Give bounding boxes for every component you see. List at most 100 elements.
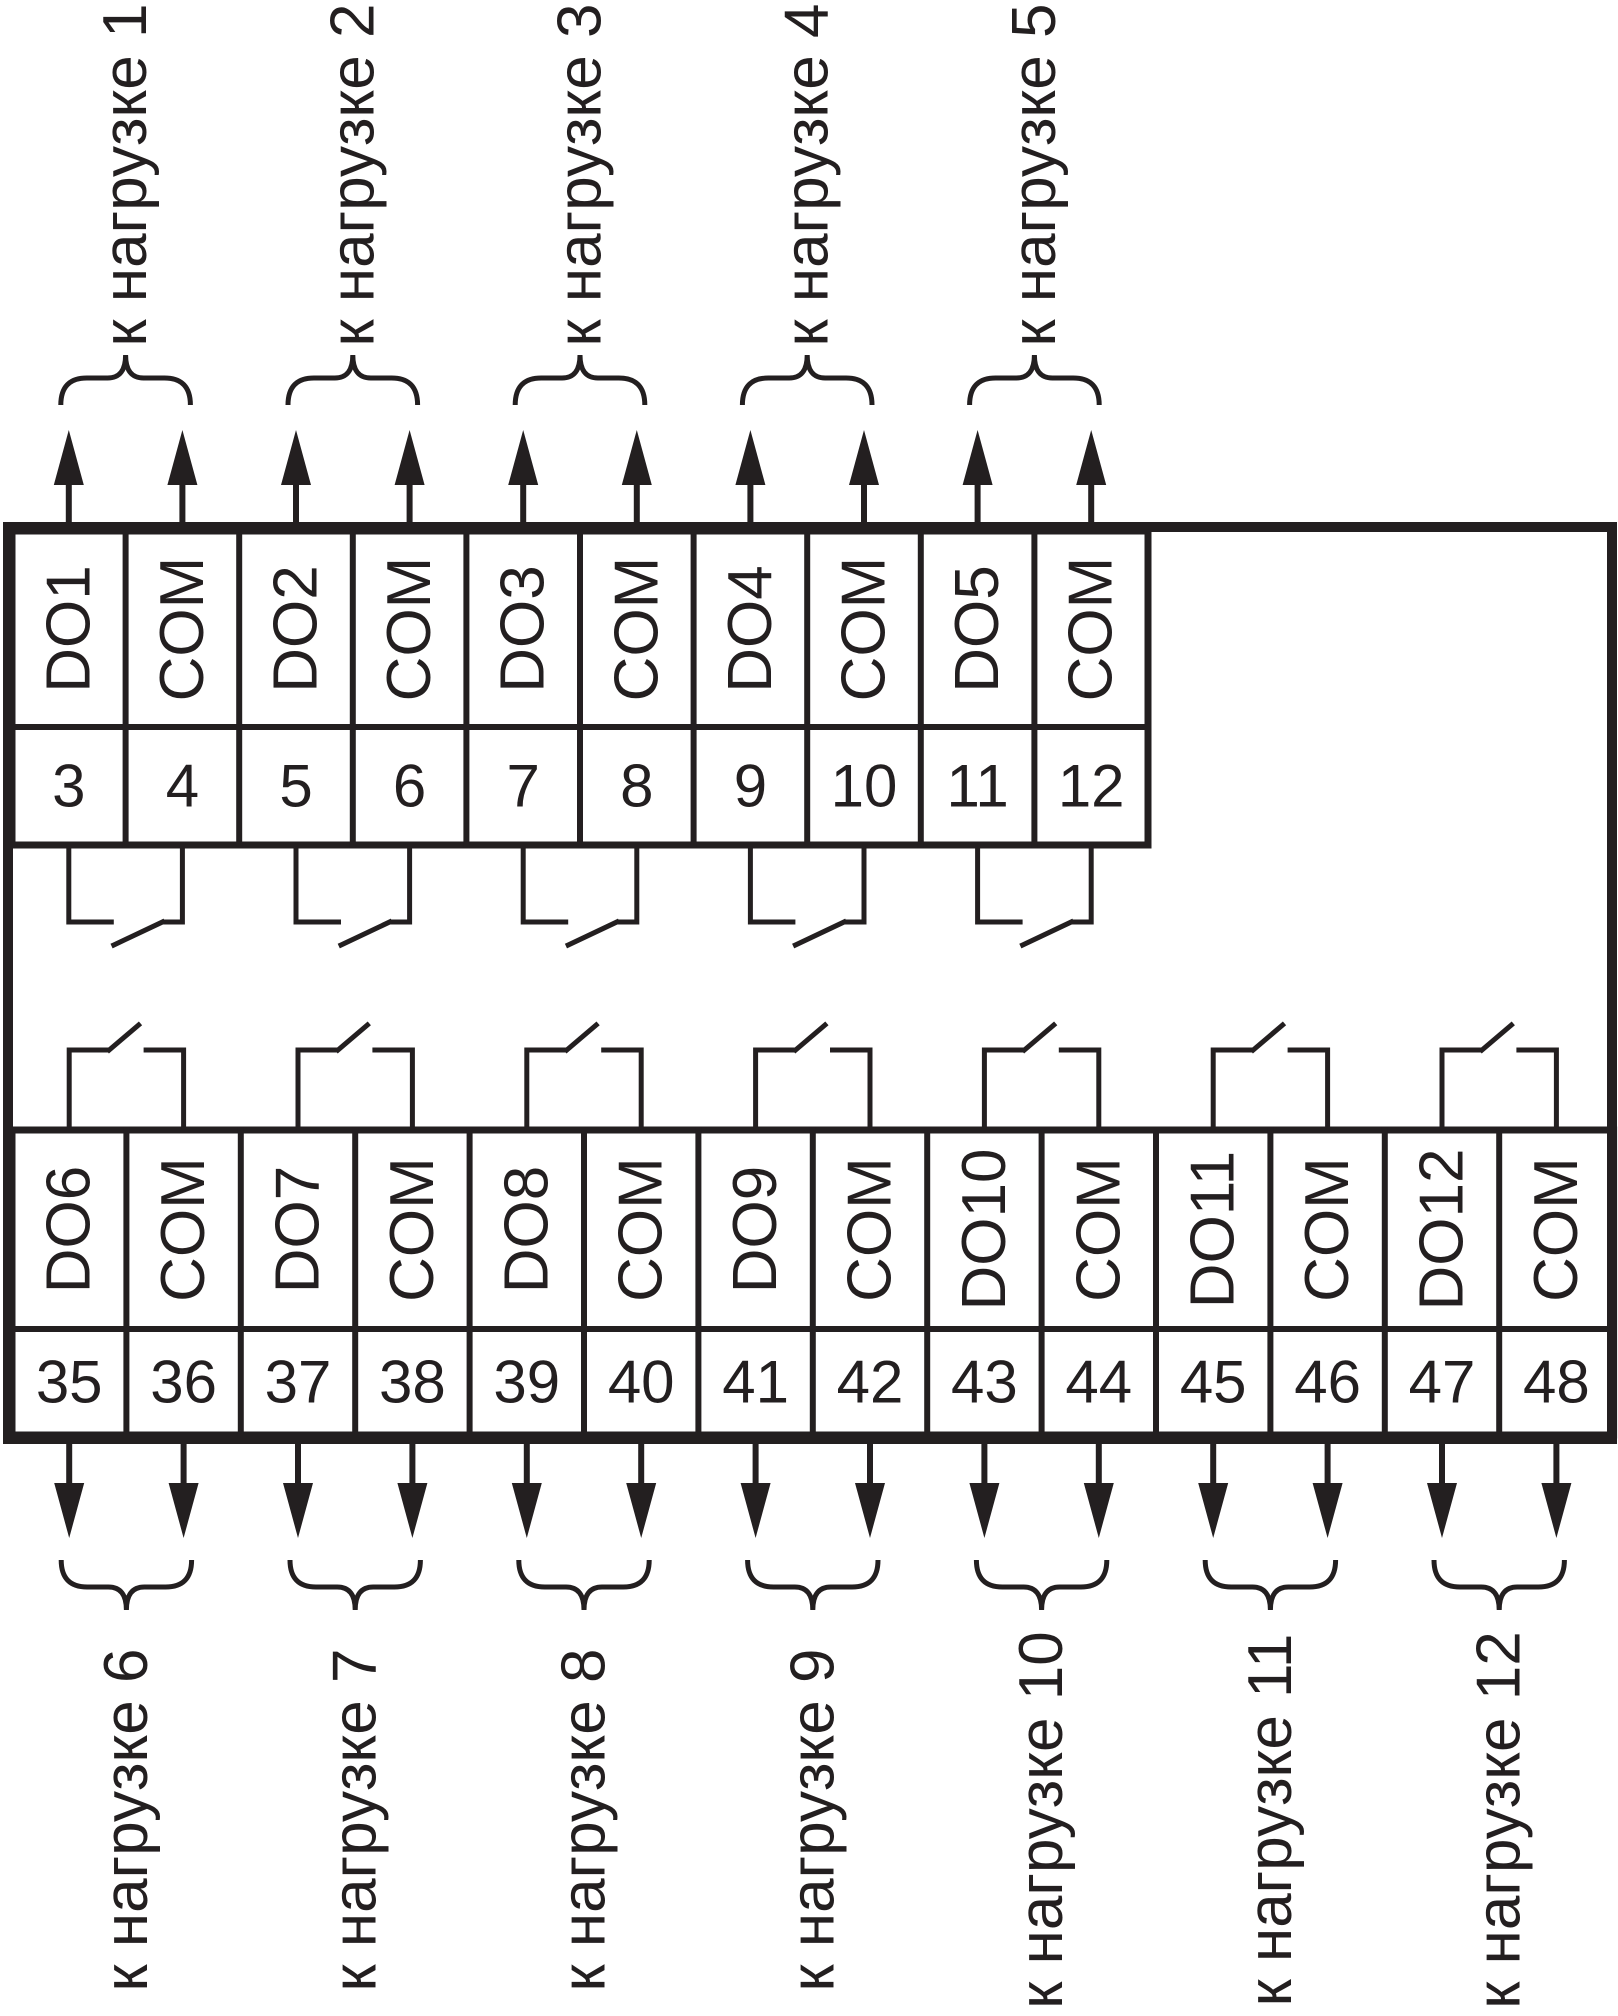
output-arrow-up-head xyxy=(167,430,198,485)
relay-contact-wire xyxy=(601,1047,644,1130)
relay-contact-wire xyxy=(66,845,114,925)
pin-number: 48 xyxy=(1523,1349,1590,1416)
relay-contact-wire xyxy=(975,845,1023,925)
relay-contact-wire xyxy=(1439,1047,1482,1130)
pin-number: 4 xyxy=(166,753,199,820)
output-arrow-down-head xyxy=(397,1483,428,1538)
relay-contact-wire xyxy=(616,845,640,925)
relay-contact-wire xyxy=(162,845,185,925)
relay-contact-wire xyxy=(1516,1047,1559,1130)
pin-number: 7 xyxy=(507,753,540,820)
terminal-label-do: DO3 xyxy=(489,565,558,692)
output-arrow-up-head xyxy=(962,430,993,485)
load-brace xyxy=(58,1559,195,1611)
load-brace xyxy=(739,354,875,406)
relay-contact-blade xyxy=(337,918,393,949)
pin-number: 43 xyxy=(951,1349,1018,1416)
load-brace xyxy=(1202,1559,1339,1611)
output-arrow-down-head xyxy=(1083,1483,1114,1538)
load-label: к нагрузке 2 xyxy=(318,4,387,347)
load-brace xyxy=(967,354,1102,406)
pin-number: 36 xyxy=(150,1349,217,1416)
relay-contact-wire xyxy=(520,845,569,925)
pin-number: 12 xyxy=(1058,753,1125,820)
load-label: к нагрузке 4 xyxy=(773,4,842,347)
pin-number: 44 xyxy=(1065,1349,1132,1416)
relay-contact-blade xyxy=(1019,918,1075,949)
relay-contact-wire xyxy=(830,1047,873,1130)
pin-number: 46 xyxy=(1294,1349,1361,1416)
load-label: к нагрузке 12 xyxy=(1465,1631,1534,2008)
terminal-label-do: DO2 xyxy=(262,565,331,692)
load-brace xyxy=(512,354,648,406)
terminal-label-do: DO8 xyxy=(492,1166,561,1293)
output-arrow-down-head xyxy=(626,1483,657,1538)
pin-number: 40 xyxy=(608,1349,675,1416)
relay-contact-wire xyxy=(753,1047,796,1130)
relay-contact-wire xyxy=(66,1047,110,1130)
output-arrow-down-head xyxy=(1198,1483,1229,1538)
relay-contact-blade xyxy=(563,1021,600,1054)
pin-number: 39 xyxy=(493,1349,560,1416)
terminal-label-com: COM xyxy=(1293,1157,1362,1302)
terminal-label-com: COM xyxy=(1057,557,1126,702)
output-arrow-up-head xyxy=(1076,430,1107,485)
pin-number: 10 xyxy=(831,753,898,820)
output-arrow-up-head xyxy=(53,430,84,485)
relay-contact-blade xyxy=(334,1021,371,1054)
relay-contact-wire xyxy=(372,1047,415,1130)
output-arrow-up-head xyxy=(281,430,311,485)
relay-contact-blade xyxy=(110,918,166,949)
output-arrow-up-head xyxy=(394,430,425,485)
relay-contact-wire xyxy=(524,1047,567,1130)
pin-number: 6 xyxy=(393,753,426,820)
pin-number: 11 xyxy=(946,753,1008,820)
pin-number: 45 xyxy=(1180,1349,1247,1416)
relay-contact-wire xyxy=(981,1047,1025,1130)
terminal-label-com: COM xyxy=(375,557,444,702)
load-label: к нагрузке 5 xyxy=(1000,4,1069,347)
terminal-label-com: COM xyxy=(378,1157,447,1302)
output-arrow-down-head xyxy=(54,1483,85,1538)
load-label: к нагрузке 7 xyxy=(321,1649,390,1992)
terminal-label-do: DO10 xyxy=(950,1149,1019,1311)
relay-contact-wire xyxy=(143,1047,187,1130)
load-brace xyxy=(287,1559,423,1611)
pin-number: 5 xyxy=(279,753,312,820)
terminal-label-do: DO11 xyxy=(1179,1151,1248,1308)
terminal-label-do: DO5 xyxy=(943,565,1012,692)
terminal-label-com: COM xyxy=(602,557,671,702)
terminal-label-com: COM xyxy=(148,557,217,702)
load-label: к нагрузке 8 xyxy=(550,1649,619,1992)
load-brace xyxy=(973,1559,1110,1611)
load-brace xyxy=(745,1559,881,1611)
pin-number: 42 xyxy=(837,1349,904,1416)
relay-contact-blade xyxy=(1478,1021,1515,1054)
output-arrow-down-head xyxy=(283,1483,313,1538)
pin-number: 41 xyxy=(722,1349,789,1416)
relay-contact-blade xyxy=(1249,1021,1287,1054)
pin-number: 9 xyxy=(734,753,767,820)
relay-contact-wire xyxy=(293,845,341,925)
output-arrow-down-head xyxy=(1541,1483,1572,1538)
output-arrow-up-head xyxy=(508,430,539,485)
relay-contact-wire xyxy=(295,1047,338,1130)
load-label: к нагрузке 11 xyxy=(1236,1634,1305,2007)
terminal-label-com: COM xyxy=(830,557,899,702)
load-brace xyxy=(1431,1559,1567,1611)
terminal-label-do: DO6 xyxy=(35,1166,104,1293)
pin-number: 38 xyxy=(379,1349,446,1416)
load-brace xyxy=(285,354,421,406)
terminal-label-do: DO12 xyxy=(1408,1149,1477,1311)
output-arrow-up-head xyxy=(735,430,766,485)
load-label: к нагрузке 3 xyxy=(546,4,615,347)
relay-contact-blade xyxy=(792,1021,829,1054)
pin-number: 8 xyxy=(620,753,653,820)
relay-contact-wire xyxy=(1058,1047,1102,1130)
load-label: к нагрузке 9 xyxy=(778,1649,847,1992)
pin-number: 47 xyxy=(1409,1349,1476,1416)
output-arrow-down-head xyxy=(168,1483,199,1538)
relay-contact-wire xyxy=(1287,1047,1331,1130)
